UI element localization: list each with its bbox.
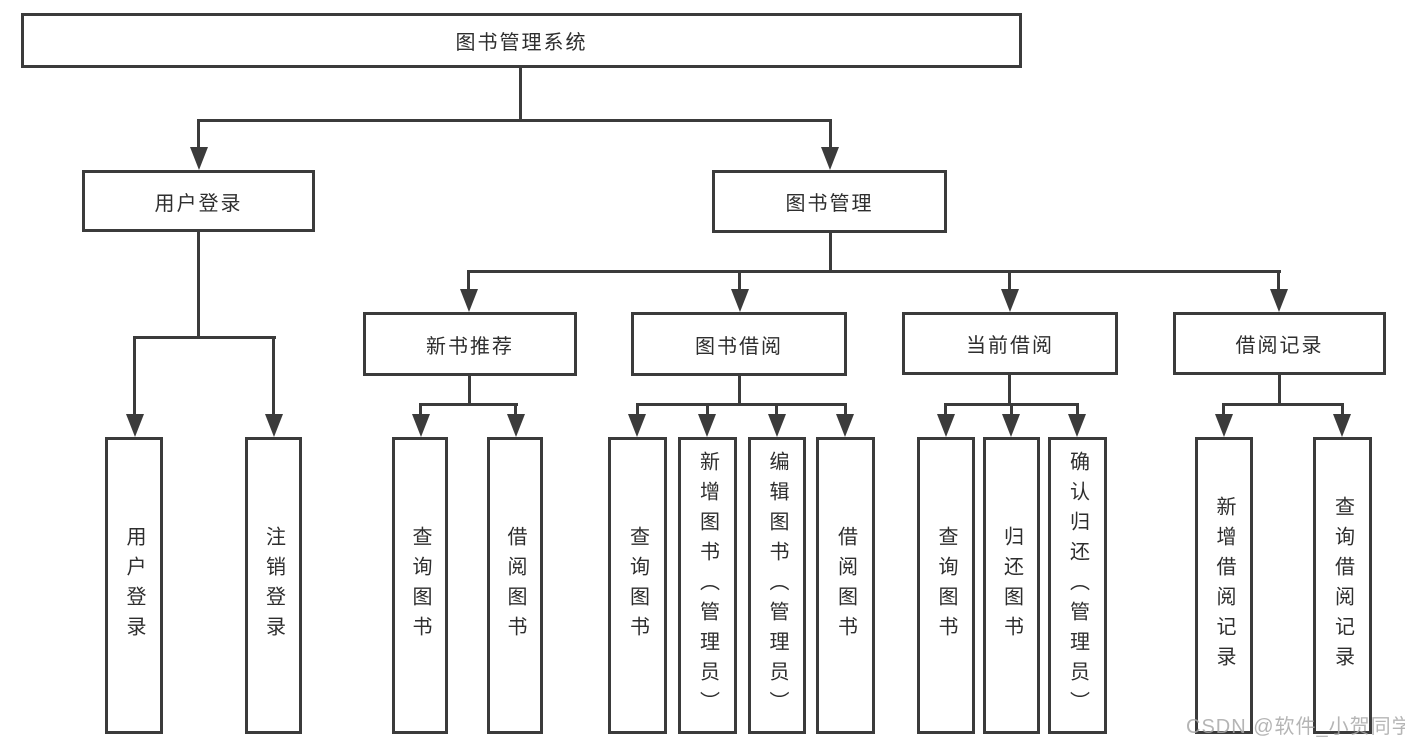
leaf-add-borrowing-record: 新增借阅记录 [1195, 437, 1253, 734]
connector-new-book-children-bar [419, 403, 518, 406]
connector-leaf-add-record-drop [1222, 403, 1225, 417]
node-book-borrowing-label: 图书借阅 [695, 335, 783, 358]
connector-user-login-children-bar [133, 336, 276, 339]
connector-leaf-borrow-borrowing-drop [844, 403, 847, 417]
connector-leaf-query-borrowing-drop [636, 403, 639, 417]
connector-book-management-stem [829, 233, 832, 273]
connector-book-borrowing-drop [738, 270, 741, 293]
leaf-query-books-borrowing: 查询图书 [608, 437, 667, 734]
connector-borrowing-records-stem [1278, 375, 1281, 405]
node-borrowing-records-label: 借阅记录 [1235, 335, 1324, 357]
connector-borrowing-records-drop [1277, 270, 1280, 293]
connector-level2-bar [197, 119, 832, 122]
connector-current-borrowing-drop [1008, 270, 1011, 293]
arrow-leaf-logout [265, 414, 283, 437]
leaf-borrow-books-recommend-label: 借阅图书 [504, 525, 526, 646]
node-book-management: 图书管理 [712, 170, 947, 233]
leaf-logout: 注销登录 [245, 437, 302, 734]
arrow-leaf-query-recommend [412, 414, 430, 437]
arrow-user-login [190, 147, 208, 170]
arrow-leaf-user-login [126, 414, 144, 437]
node-new-book-recommendation-label: 新书推荐 [426, 335, 514, 358]
leaf-user-login-label: 用户登录 [123, 525, 145, 646]
connector-current-borrowing-stem [1008, 375, 1011, 405]
connector-book-borrowing-stem [738, 376, 741, 405]
arrow-leaf-edit-book [768, 414, 786, 437]
leaf-add-book-admin-label: 新增图书（管理员） [696, 450, 719, 721]
leaf-logout-label: 注销登录 [262, 525, 285, 646]
arrow-leaf-borrow-borrowing [836, 414, 854, 437]
leaf-query-books-borrowing-label: 查询图书 [626, 525, 649, 646]
arrow-new-book-recommendation [460, 289, 478, 312]
leaf-query-books-recommend-label: 查询图书 [409, 525, 431, 646]
connector-leaf-query-current-drop [944, 403, 947, 417]
leaf-edit-book-admin-label: 编辑图书（管理员） [766, 450, 788, 721]
connector-book-management-drop [829, 119, 832, 150]
node-book-management-label: 图书管理 [785, 193, 874, 215]
leaf-confirm-return-admin: 确认归还（管理员） [1048, 437, 1107, 734]
connector-new-book-drop [467, 270, 470, 293]
leaf-add-borrowing-record-label: 新增借阅记录 [1213, 495, 1235, 676]
leaf-query-books-recommend: 查询图书 [392, 437, 448, 734]
leaf-edit-book-admin: 编辑图书（管理员） [748, 437, 806, 734]
connector-leaf-query-recommend-drop [419, 403, 422, 417]
connector-level3-bar [467, 270, 1281, 273]
leaf-query-books-current-label: 查询图书 [935, 525, 957, 646]
node-current-borrowing: 当前借阅 [902, 312, 1118, 375]
node-user-login-label: 用户登录 [154, 192, 243, 215]
node-new-book-recommendation: 新书推荐 [363, 312, 577, 376]
connector-leaf-confirm-return-drop [1076, 403, 1079, 417]
node-borrowing-records: 借阅记录 [1173, 312, 1386, 375]
connector-book-borrowing-children-bar [636, 403, 847, 406]
arrow-book-management [821, 147, 839, 170]
connector-user-login-drop [197, 119, 200, 150]
arrow-borrowing-records [1270, 289, 1288, 312]
connector-user-login-stem [197, 232, 200, 339]
connector-leaf-add-book-drop [706, 403, 709, 417]
arrow-leaf-return-book [1002, 414, 1020, 437]
connector-new-book-stem [468, 376, 471, 405]
leaf-confirm-return-admin-label: 确认归还（管理员） [1066, 450, 1089, 721]
csdn-watermark: CSDN @软件_小贺同学 [1186, 716, 1405, 738]
connector-leaf-user-login-drop [133, 336, 136, 417]
node-library-system: 图书管理系统 [21, 13, 1022, 68]
connector-leaf-logout-drop [272, 336, 275, 417]
node-user-login: 用户登录 [82, 170, 315, 232]
arrow-leaf-add-book [698, 414, 716, 437]
arrow-leaf-add-record [1215, 414, 1233, 437]
leaf-add-book-admin: 新增图书（管理员） [678, 437, 737, 734]
leaf-borrow-books-recommend: 借阅图书 [487, 437, 543, 734]
node-library-system-label: 图书管理系统 [455, 32, 588, 54]
leaf-query-borrowing-record-label: 查询借阅记录 [1331, 495, 1354, 676]
arrow-leaf-confirm-return [1068, 414, 1086, 437]
arrow-book-borrowing [731, 289, 749, 312]
leaf-query-borrowing-record: 查询借阅记录 [1313, 437, 1372, 734]
arrow-leaf-query-record [1333, 414, 1351, 437]
connector-root-stem [519, 68, 522, 121]
connector-leaf-borrow-recommend-drop [514, 403, 517, 417]
connector-leaf-query-record-drop [1341, 403, 1344, 417]
leaf-return-book-label: 归还图书 [1000, 525, 1023, 646]
node-book-borrowing: 图书借阅 [631, 312, 847, 376]
connector-leaf-edit-book-drop [775, 403, 778, 417]
arrow-leaf-borrow-recommend [507, 414, 525, 437]
connector-leaf-return-book-drop [1010, 403, 1013, 417]
arrow-leaf-query-borrowing [628, 414, 646, 437]
arrow-current-borrowing [1001, 289, 1019, 312]
leaf-borrow-books-borrowing: 借阅图书 [816, 437, 875, 734]
node-current-borrowing-label: 当前借阅 [966, 335, 1054, 357]
leaf-return-book: 归还图书 [983, 437, 1040, 734]
connector-borrowing-records-children-bar [1222, 403, 1344, 406]
leaf-query-books-current: 查询图书 [917, 437, 975, 734]
leaf-user-login: 用户登录 [105, 437, 163, 734]
leaf-borrow-books-borrowing-label: 借阅图书 [834, 525, 857, 646]
arrow-leaf-query-current [937, 414, 955, 437]
